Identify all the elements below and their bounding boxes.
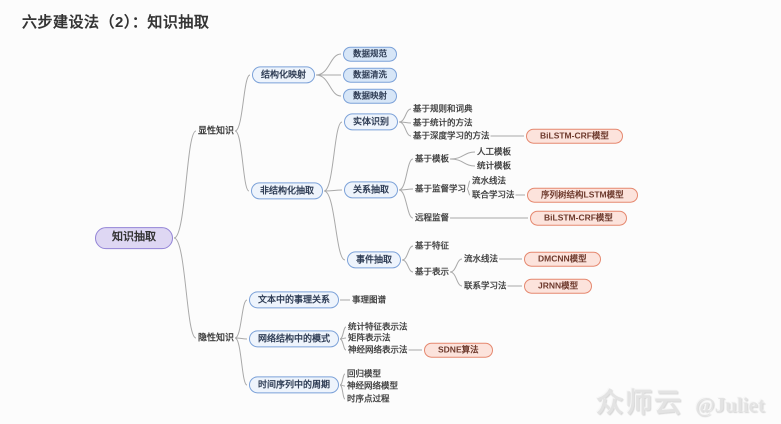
node-matrix-representation: 矩阵表示法 (348, 332, 391, 343)
node-supervised-learning: 基于监督学习 (415, 183, 467, 194)
node-explicit-knowledge: 显性知识 (198, 125, 235, 136)
node-manual-template: 人工模板 (477, 146, 512, 157)
node-statistical-method: 基于统计的方法 (413, 117, 473, 128)
node-text-event-logic-relation: 文本中的事理关系 (249, 291, 340, 309)
node-entity-recognition: 实体识别 (344, 113, 399, 131)
node-dmcnn-model: DMCNN模型 (524, 251, 601, 267)
node-jrnn-model: JRNN模型 (524, 278, 593, 294)
node-root-knowledge-extraction: 知识抽取 (95, 227, 173, 249)
node-time-series-cycle: 时间序列中的周期 (249, 376, 340, 394)
page-title: 六步建设法（2）：知识抽取 (22, 14, 210, 31)
node-structured-mapping: 结构化映射 (252, 66, 316, 84)
watermark-brand: 众师云 (596, 388, 684, 418)
node-pipeline-method-event: 流水线法 (464, 253, 499, 264)
node-bilstm-crf-model-distant: BiLSTM-CRF模型 (530, 210, 627, 226)
node-implicit-knowledge: 隐性知识 (198, 332, 235, 343)
node-seq-tree-lstm-model: 序列树结构LSTM模型 (527, 187, 638, 203)
node-joint-learning-method: 联合学习法 (472, 189, 515, 200)
node-data-mapping: 数据映射 (343, 88, 398, 104)
node-temporal-point-process: 时序点过程 (347, 393, 390, 404)
node-relation-extraction: 关系抽取 (344, 181, 399, 199)
node-neural-network-representation: 神经网络表示法 (348, 344, 408, 355)
node-data-norm: 数据规范 (343, 46, 398, 62)
node-pipeline-method-relation: 流水线法 (472, 175, 507, 186)
watermark-handle: @Juliet (695, 393, 765, 417)
node-representation-based: 基于表示 (415, 266, 450, 277)
node-sdne-algorithm: SDNE算法 (424, 342, 493, 358)
node-feature-based: 基于特征 (415, 240, 450, 251)
node-stat-feature-representation: 统计特征表示法 (348, 321, 408, 332)
node-event-extraction: 事件抽取 (347, 251, 402, 269)
node-data-cleaning: 数据清洗 (343, 67, 398, 83)
node-deep-learning-method: 基于深度学习的方法 (413, 130, 490, 141)
node-statistical-template: 统计模板 (477, 160, 512, 171)
node-bilstm-crf-model-entity: BiLSTM-CRF模型 (526, 128, 623, 144)
node-template-based: 基于模板 (415, 153, 450, 164)
node-rule-dict-method: 基于规则和词典 (413, 103, 473, 114)
watermark: 众师云 @Juliet (596, 381, 765, 420)
node-regression-model: 回归模型 (347, 368, 382, 379)
node-network-structure-pattern: 网络结构中的模式 (249, 330, 340, 348)
node-unstructured-extraction: 非结构化抽取 (251, 182, 324, 200)
node-event-logic-graph: 事理图谱 (352, 294, 387, 305)
node-distant-supervision: 远程监督 (415, 212, 450, 223)
node-link-learning-method: 联系学习法 (464, 280, 507, 291)
node-neural-network-model: 神经网络模型 (347, 380, 399, 391)
